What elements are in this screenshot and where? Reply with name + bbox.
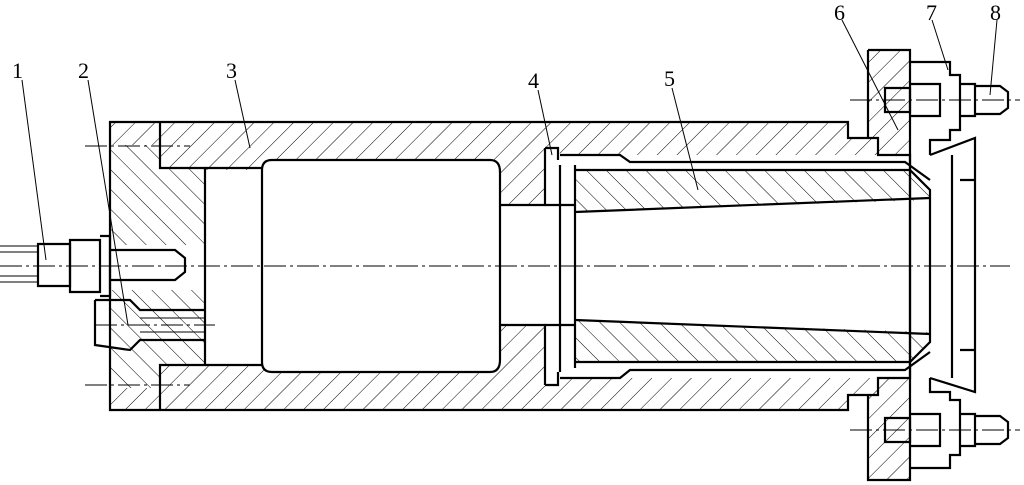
part-label-6: 6 [834, 0, 845, 25]
part-label-1: 1 [12, 58, 23, 83]
leader-lines [21, 19, 998, 326]
part-labels: 1 2 3 4 5 6 7 8 [12, 0, 1001, 93]
center-lines [0, 99, 1020, 431]
flange-assembly [866, 48, 1010, 482]
part-label-8: 8 [990, 0, 1001, 25]
taper-sleeve [545, 146, 932, 387]
part-label-2: 2 [78, 58, 89, 83]
left-fittings [0, 234, 205, 352]
part-label-7: 7 [926, 0, 937, 25]
part-label-3: 3 [226, 58, 237, 83]
part-label-5: 5 [664, 66, 675, 91]
part-label-4: 4 [528, 68, 539, 93]
